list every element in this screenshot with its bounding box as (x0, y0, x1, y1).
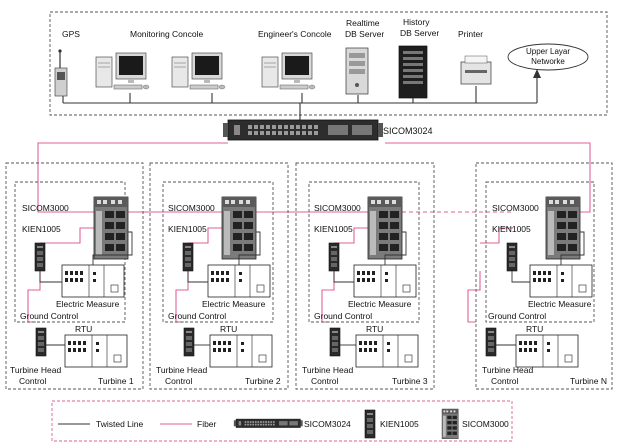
core-switch-label: SICOM3024 (383, 126, 433, 136)
turbine-n-sicom3000-icon (545, 196, 581, 260)
upper-network-label-line2: Networke (531, 57, 565, 66)
turbine-1-head-kien-icon (35, 327, 47, 357)
uplink-arrow-icon (533, 69, 541, 78)
turbine-n-sicom3000-label: SICOM3000 (492, 203, 539, 213)
turbine-2-rtu-label: RTU (220, 324, 237, 334)
monitoring-console-label: Monitoring Concole (130, 29, 204, 39)
gps-device-icon (54, 49, 68, 97)
printer-icon (460, 55, 492, 85)
legend-kien1005-label: KIEN1005 (380, 419, 419, 429)
turbine-1-ground-label: Ground Control (20, 311, 78, 321)
turbine-2-sicom3000-label: SICOM3000 (168, 203, 215, 213)
turbine-1-kien1005-label: KIEN1005 (22, 224, 61, 234)
turbine-3-electric-panel (353, 264, 417, 298)
turbine-1-rtu-label: RTU (75, 324, 92, 334)
turbine-2-rtu-panel (209, 334, 273, 368)
history-db-server-icon (398, 45, 428, 99)
turbine-2-head-kien-icon (183, 327, 195, 357)
turbine-1-head-label-1: Turbine Head (10, 365, 61, 375)
turbine-n-electric-panel (529, 264, 593, 298)
legend-fiber-label: Fiber (197, 419, 217, 429)
legend-sicom3024-label: SICOM3024 (304, 419, 351, 429)
turbine-n-name: Turbine N (570, 376, 607, 386)
legend-kien1005-icon (364, 409, 376, 439)
turbine-1-sicom3000-icon (93, 196, 129, 260)
turbine-2-ground-area (162, 181, 274, 323)
history-server-label-line1: History (403, 17, 430, 27)
turbine-3-ground-area (308, 181, 420, 323)
turbine-2-name: Turbine 2 (245, 376, 281, 386)
legend-box (51, 400, 513, 442)
turbine-2-kien1005-label: KIEN1005 (168, 224, 207, 234)
turbine-1-area (5, 162, 144, 390)
turbine-1-electric-label: Electric Measure (56, 299, 120, 309)
monitoring-console-pc-icon (95, 52, 150, 90)
turbine-n-kien1005-label: KIEN1005 (492, 224, 531, 234)
legend-twisted-label: Twisted Line (96, 419, 144, 429)
legend-sicom3024-icon (233, 418, 303, 428)
upper-network-cloud (507, 43, 589, 71)
turbine-n-rtu-panel (515, 334, 579, 368)
turbine-n-kien1005-icon (506, 242, 518, 272)
turbine-2-ground-label: Ground Control (168, 311, 226, 321)
turbine-3-kien1005-icon (328, 242, 340, 272)
turbine-n-ground-area (485, 181, 595, 323)
turbine-3-sicom3000-icon (367, 196, 403, 260)
turbine-1-head-label-2: Control (19, 376, 47, 386)
turbine-3-electric-label: Electric Measure (348, 299, 412, 309)
turbine-2-sicom3000-icon (221, 196, 257, 260)
turbine-1-electric-panel (61, 264, 125, 298)
turbine-3-ground-label: Ground Control (314, 311, 372, 321)
turbine-3-head-kien-icon (329, 327, 341, 357)
turbine-3-sicom3000-label: SICOM3000 (314, 203, 361, 213)
turbine-n-rtu-label: RTU (526, 324, 543, 334)
turbine-2-kien1005-icon (182, 242, 194, 272)
fiber-ring (27, 142, 591, 323)
turbine-3-head-label-2: Control (311, 376, 339, 386)
gps-label: GPS (62, 29, 80, 39)
turbine-2-electric-label: Electric Measure (202, 299, 266, 309)
turbine-2-area (149, 162, 289, 390)
turbine-1-name: Turbine 1 (98, 376, 134, 386)
upper-network-label-line1: Upper Layar (526, 47, 570, 56)
engineer-console-pc-icon (261, 52, 316, 90)
turbine-n-head-label-2: Control (491, 376, 519, 386)
core-switch-sicom3024-icon (222, 119, 384, 141)
history-server-label-line2: DB Server (400, 28, 439, 38)
turbine-3-kien1005-label: KIEN1005 (314, 224, 353, 234)
realtime-db-server-icon (345, 47, 369, 95)
realtime-server-label-line1: Realtime (346, 18, 380, 28)
realtime-server-label-line2: DB Server (345, 29, 384, 39)
legend-sicom3000-icon (441, 408, 459, 440)
turbine-n-head-label-1: Turbine Head (482, 365, 533, 375)
engineer-console-label: Engineer's Concole (258, 29, 332, 39)
turbine-1-kien1005-icon (34, 242, 46, 272)
turbine-1-rtu-panel (64, 334, 128, 368)
turbine-2-head-label-1: Turbine Head (156, 365, 207, 375)
turbine-n-head-kien-icon (485, 327, 497, 357)
turbine-2-head-label-2: Control (165, 376, 193, 386)
turbine-3-rtu-panel (355, 334, 419, 368)
legend-sicom3000-label: SICOM3000 (462, 419, 509, 429)
turbine-1-sicom3000-label: SICOM3000 (22, 203, 69, 213)
turbine-n-area (475, 162, 613, 390)
turbine-3-head-label-1: Turbine Head (302, 365, 353, 375)
printer-label: Printer (458, 29, 483, 39)
turbine-3-area (295, 162, 435, 390)
turbine-2-electric-panel (207, 264, 271, 298)
turbine-n-electric-label: Electric Measure (528, 299, 592, 309)
turbine-3-name: Turbine 3 (392, 376, 428, 386)
turbine-n-ground-label: Ground Control (488, 311, 546, 321)
monitoring-console-pc-icon-2 (171, 52, 226, 90)
turbine-3-rtu-label: RTU (366, 324, 383, 334)
